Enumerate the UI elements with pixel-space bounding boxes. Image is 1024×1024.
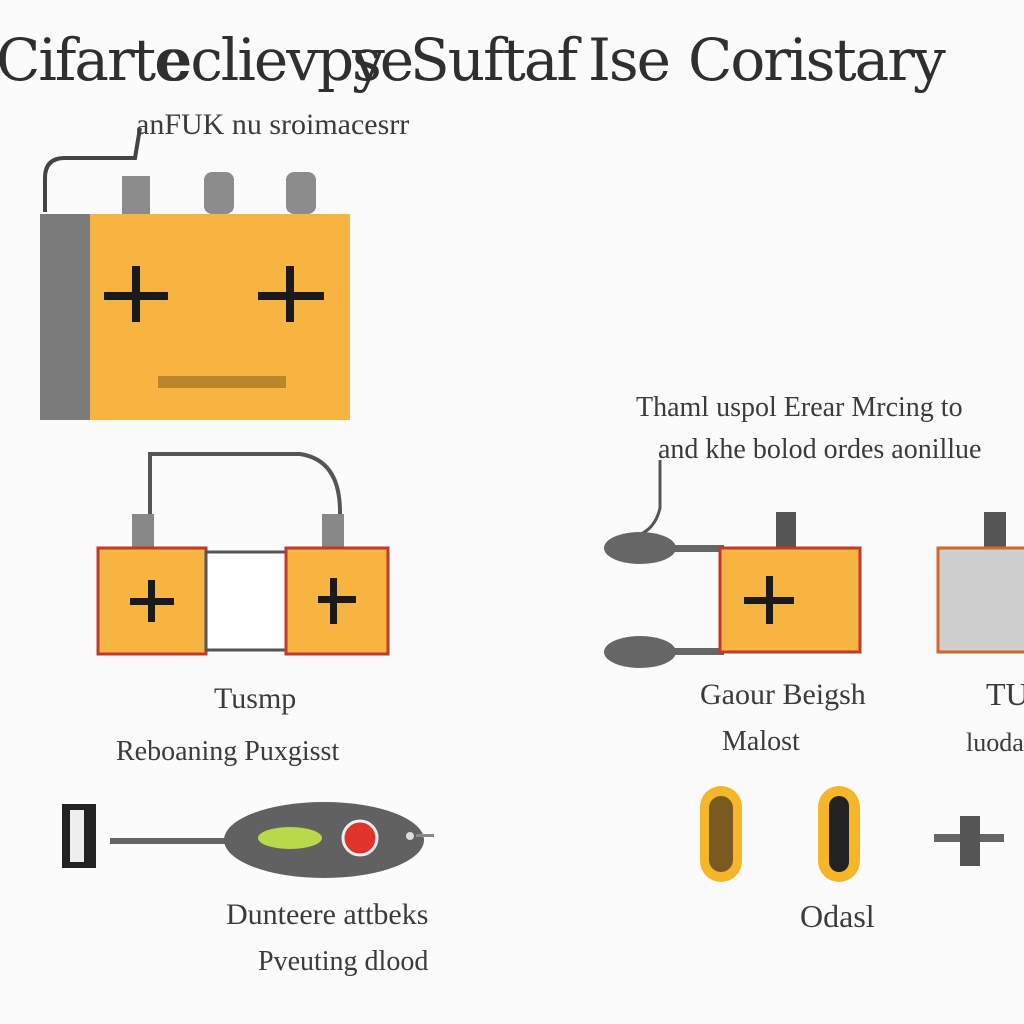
title-word-2: eclievpy bbox=[158, 26, 385, 94]
right-cell-sublabel: Malost bbox=[722, 726, 800, 757]
plus-symbol-icon bbox=[130, 580, 174, 622]
bottom-right-label: Odasl bbox=[800, 898, 875, 934]
cell-terminal-right bbox=[322, 514, 344, 550]
spoon-probe-icon bbox=[604, 636, 676, 668]
terminal-3 bbox=[286, 172, 316, 214]
far-right-sublabel: luoda bbox=[966, 728, 1024, 757]
far-right-cell bbox=[936, 546, 1024, 654]
bottom-left-label-line-2: Pveuting dlood bbox=[258, 946, 429, 977]
right-caption-line-1: Thaml uspol Erear Mrcing to bbox=[636, 392, 963, 423]
title-word-1: Cifarte bbox=[0, 26, 188, 94]
far-right-label: TU bbox=[986, 676, 1024, 712]
cell-terminal-left bbox=[132, 514, 154, 550]
title-word-3: se bbox=[352, 26, 414, 94]
bulb-wire bbox=[110, 838, 230, 844]
battery-side bbox=[40, 214, 90, 420]
right-cell bbox=[718, 546, 862, 654]
right-cell-terminal bbox=[776, 512, 796, 550]
title-word-4: Suftaf bbox=[410, 26, 578, 94]
bulb-icon bbox=[224, 802, 424, 878]
terminal-2 bbox=[204, 172, 234, 214]
minus-symbol-icon bbox=[158, 376, 286, 388]
top-battery-label: anFUK nu sroimacesrr bbox=[136, 108, 410, 141]
cell-pair-wire bbox=[148, 452, 342, 522]
cell-pair-sublabel: Reboaning Puxgisst bbox=[116, 736, 340, 767]
bottom-right-group bbox=[700, 786, 1004, 882]
title-word-5: Ise bbox=[588, 26, 671, 94]
plus-symbol-icon bbox=[318, 578, 356, 624]
top-battery bbox=[40, 127, 350, 420]
right-cell-group bbox=[604, 460, 1024, 668]
cell-gap bbox=[204, 550, 288, 652]
cell-pair bbox=[96, 452, 390, 656]
spoon-probe-icon bbox=[604, 532, 676, 564]
plus-symbol-icon bbox=[744, 576, 794, 624]
far-right-terminal bbox=[984, 512, 1006, 550]
battery-body bbox=[90, 214, 350, 420]
plus-symbol-icon bbox=[258, 266, 324, 322]
bottom-left-group bbox=[62, 802, 434, 878]
plus-symbol-icon bbox=[104, 266, 168, 322]
title-word-6: Coristary bbox=[688, 26, 946, 94]
terminal-1 bbox=[122, 176, 150, 214]
red-dot bbox=[341, 819, 379, 857]
right-caption-leader bbox=[635, 460, 662, 538]
right-cell-label: Gaour Beigsh bbox=[700, 678, 866, 711]
bottom-left-label-line-1: Dunteere attbeks bbox=[226, 898, 429, 931]
green-blob bbox=[258, 827, 322, 849]
right-caption-line-2: and khe bolod ordes aonillue bbox=[658, 434, 982, 465]
top-battery-wire bbox=[43, 127, 142, 212]
cell-pair-label: Tusmp bbox=[214, 682, 297, 715]
